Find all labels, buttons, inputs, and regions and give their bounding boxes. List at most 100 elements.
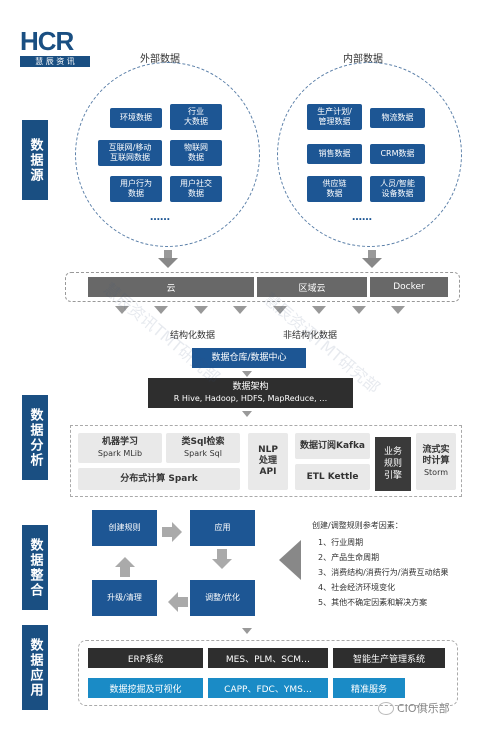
wechat-label: CIO俱乐部 [397,702,450,715]
arch-sub: R Hive, Hadoop, HDFS, MapReduce, … [173,394,328,403]
factor-item: 1、行业周期 [318,538,364,547]
app-mining: 数据挖掘及可视化 [88,678,203,698]
structured-label: 结构化数据 [170,331,216,341]
rule-engine-box: 业务规则引擎 [375,437,411,491]
external-item: 行业大数据 [170,104,222,130]
external-title: 外部数据 [140,54,180,65]
cloud-bar-frame [65,272,460,302]
cloud-cell: 云 [88,277,254,297]
side-label-source: 数据源 [22,120,48,200]
external-item-label: 互联网数据 [110,153,150,162]
internal-item: CRM数据 [370,144,425,164]
internal-item-label: 管理数据 [318,117,351,126]
internal-item-label: 供应链 [322,179,347,188]
rule-label: 业务 [383,447,402,457]
app-erp: ERP系统 [88,648,203,668]
logo-sub: 慧 辰 资 讯 [20,56,90,67]
left-arrow-icon [168,592,188,612]
app-smart-production: 智能生产管理系统 [333,648,445,668]
cloud-cell: Docker [370,277,448,297]
cycle-upgrade: 升级/清理 [92,580,157,616]
app-capp: CAPP、FDC、YMS… [208,678,328,698]
ml-sub: Spark MLib [97,449,143,458]
stream-box: 流式实时计算 Storm [416,433,456,490]
down-arrow-icon [351,306,366,314]
down-arrow-icon [212,549,232,569]
rule-label: 引擎 [383,471,402,481]
internal-item: 生产计划/管理数据 [307,104,362,130]
down-arrow-icon [154,306,169,314]
arrow-row [115,306,405,322]
etl-box: ETL Kettle [295,464,370,490]
arch-box: 数据架构 R Hive, Hadoop, HDFS, MapReduce, … [148,378,353,408]
down-arrow-icon [115,306,129,314]
cloud-cell: 区域云 [257,277,367,297]
down-arrow-icon [233,306,248,314]
factor-item: 2、产品生命周期 [318,553,380,562]
factors-title: 创建/调整规则参考因素： [312,521,403,530]
warehouse-box: 数据仓库/数据中心 [192,348,306,368]
nlp-label: NLP [258,445,278,455]
stream-label: 流式实 [422,445,450,455]
arch-title: 数据架构 [232,382,269,392]
down-arrow-icon [158,258,178,268]
app-frame [78,640,458,706]
down-arrow-icon [242,371,252,377]
stream-label: 时计算 [422,456,450,466]
external-dots: …… [150,212,170,223]
down-arrow-icon [193,306,208,314]
factor-item: 5、其他不确定因素和解决方案 [318,598,428,607]
up-arrow-icon [115,557,135,577]
external-item: 环境数据 [110,108,162,128]
nlp-label: API [259,467,277,477]
rule-label: 规则 [383,459,402,469]
stream-sub: Storm [423,468,449,477]
external-circle [75,62,260,247]
app-mes: MES、PLM、SCM… [208,648,328,668]
external-item-label: 用户行为 [120,179,152,188]
factor-item: 4、社会经济环境变化 [318,583,396,592]
down-arrow-icon [242,628,252,634]
external-item-label: 互联网/移动 [108,143,152,152]
down-arrow-icon [242,411,252,417]
external-item-label: 行业 [188,107,204,116]
cycle-optimize: 调整/优化 [190,580,255,616]
internal-item: 物流数据 [370,108,425,128]
side-label-integration: 数据整合 [22,525,48,610]
sql-title: 类Sql检索 [181,437,225,447]
unstructured-label: 非结构化数据 [283,331,338,341]
internal-dots: …… [352,212,372,223]
internal-item: 供应链数据 [307,176,362,202]
external-item: 用户行为数据 [110,176,162,202]
external-item: 用户社交数据 [170,176,222,202]
external-item-label: 数据 [128,189,144,198]
kafka-box: 数据订阅Kafka [295,433,370,459]
internal-item-label: 设备数据 [381,189,414,198]
dist-box: 分布式计算 Spark [78,468,240,490]
app-precise-service: 精准服务 [333,678,405,698]
cycle-arrows [115,522,232,612]
internal-item-label: 生产计划/ [317,107,352,116]
arrow-stem [368,250,376,258]
cycle-create-rule: 创建规则 [92,510,157,546]
internal-item-label: 人员/智能 [380,179,415,188]
nlp-label: 处理 [258,456,277,466]
external-item-label: 数据 [188,189,204,198]
internal-item: 销售数据 [307,144,362,164]
down-arrow-icon [272,306,287,314]
analysis-frame [70,425,462,497]
side-label-analysis: 数据分析 [22,395,48,480]
down-arrow-icon [362,258,382,268]
logo: HCR 慧 辰 资 讯 [20,28,90,67]
side-label-application: 数据应用 [22,625,48,710]
ml-box: 机器学习 Spark MLib [78,433,162,463]
internal-item-label: 数据 [326,189,343,198]
factor-item: 3、消费结构/消费行为/消费互动结果 [318,568,449,577]
arrow-stem [164,250,172,258]
cycle-apply: 应用 [190,510,255,546]
sql-box: 类Sql检索 Spark Sql [166,433,240,463]
logo-name: HCR [20,26,74,56]
internal-item: 人员/智能设备数据 [370,176,425,202]
external-item-label: 数据 [188,153,204,162]
